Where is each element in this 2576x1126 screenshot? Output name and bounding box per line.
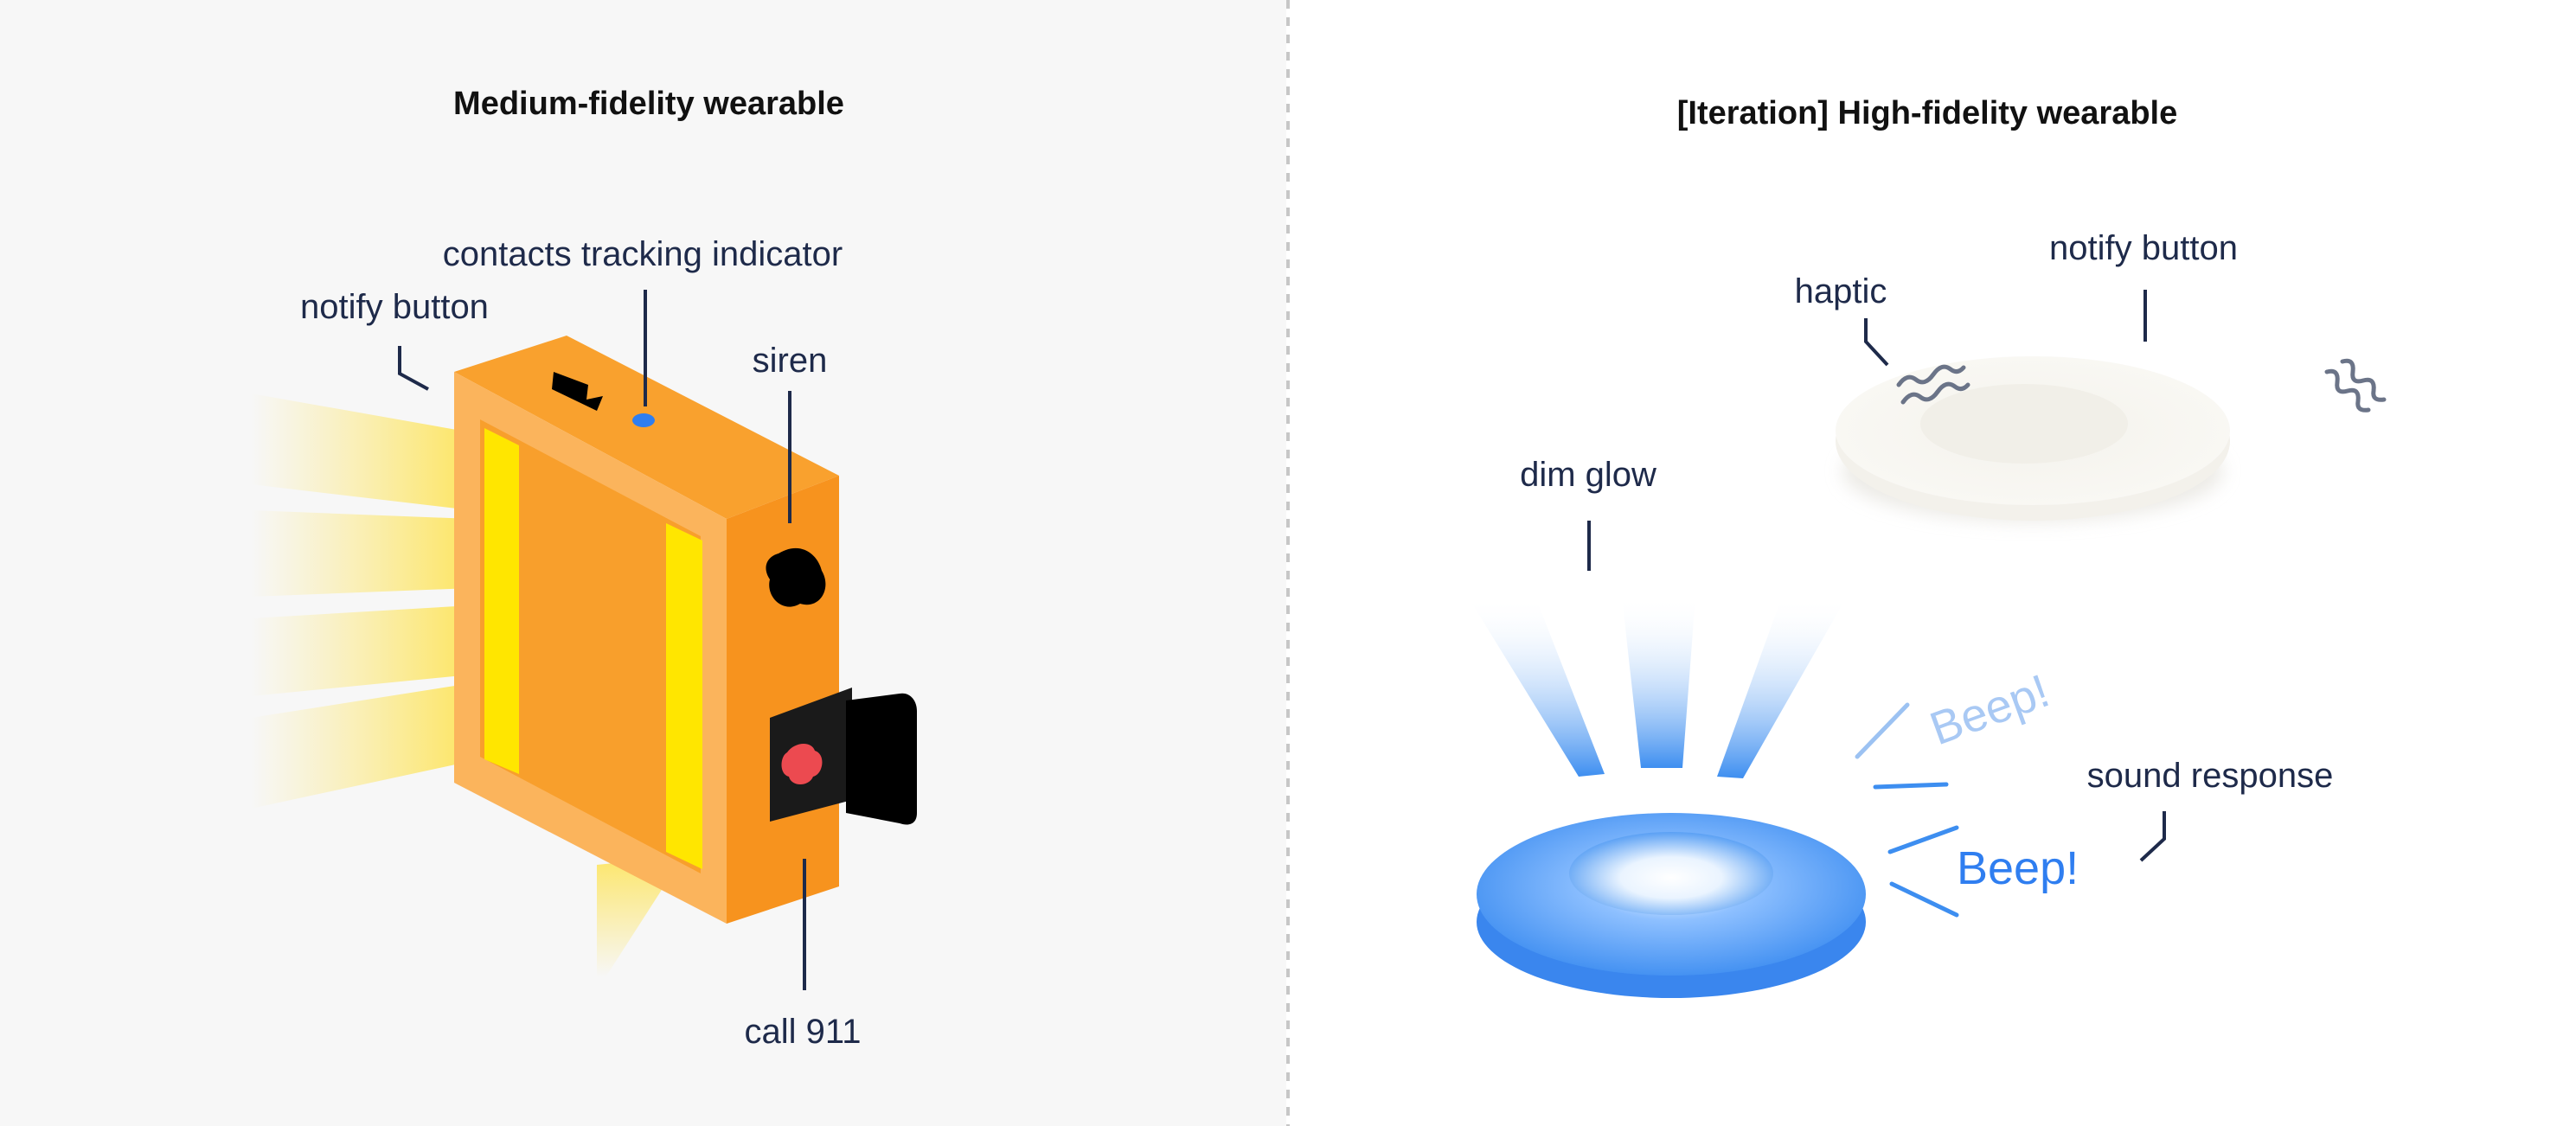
blue-disc-center-glow bbox=[1569, 832, 1773, 915]
label-notify-button: notify button bbox=[300, 288, 489, 326]
device-front-inner bbox=[480, 419, 701, 873]
call-911-red-button bbox=[781, 743, 823, 784]
notify-button-icon bbox=[552, 372, 603, 411]
call-button-flap bbox=[846, 693, 917, 825]
label-call-911: call 911 bbox=[745, 1013, 862, 1051]
device-right-light-bar bbox=[666, 523, 702, 869]
label-contacts-tracking-indicator: contacts tracking indicator bbox=[443, 235, 843, 273]
beep-faded-text: Beep! bbox=[1924, 665, 2056, 756]
glow-ray-right bbox=[1717, 597, 1847, 778]
glow-ray-left bbox=[1468, 597, 1605, 777]
left-panel-title: Medium-fidelity wearable bbox=[453, 86, 844, 122]
leader-notify-button bbox=[398, 346, 429, 391]
white-disc-notify-button bbox=[1920, 384, 2128, 464]
device-top-face bbox=[454, 336, 839, 519]
label-haptic: haptic bbox=[1795, 272, 1887, 310]
leader-haptic bbox=[1864, 318, 1889, 367]
haptic-wave-left bbox=[1896, 364, 1970, 405]
label-sound-response: sound response bbox=[2087, 757, 2334, 795]
siren-icon bbox=[766, 547, 826, 607]
leader-sound-response bbox=[2139, 811, 2166, 862]
blue-wearable bbox=[1468, 597, 1866, 998]
right-panel-title: [Iteration] High-fidelity wearable bbox=[1677, 95, 2178, 131]
label-dim-glow: dim glow bbox=[1520, 456, 1656, 494]
label-notify-button-hifi: notify button bbox=[2049, 229, 2238, 267]
label-siren: siren bbox=[753, 342, 828, 380]
beep-strong-text: Beep! bbox=[1957, 842, 2079, 894]
glow-ray-center bbox=[1622, 597, 1695, 768]
orange-device bbox=[454, 336, 917, 924]
contacts-tracking-indicator-dot bbox=[632, 413, 655, 427]
haptic-wave-right bbox=[2324, 358, 2387, 413]
sound-lines bbox=[1855, 702, 1959, 918]
white-wearable bbox=[1836, 356, 2230, 521]
device-left-light-bar bbox=[484, 428, 519, 774]
